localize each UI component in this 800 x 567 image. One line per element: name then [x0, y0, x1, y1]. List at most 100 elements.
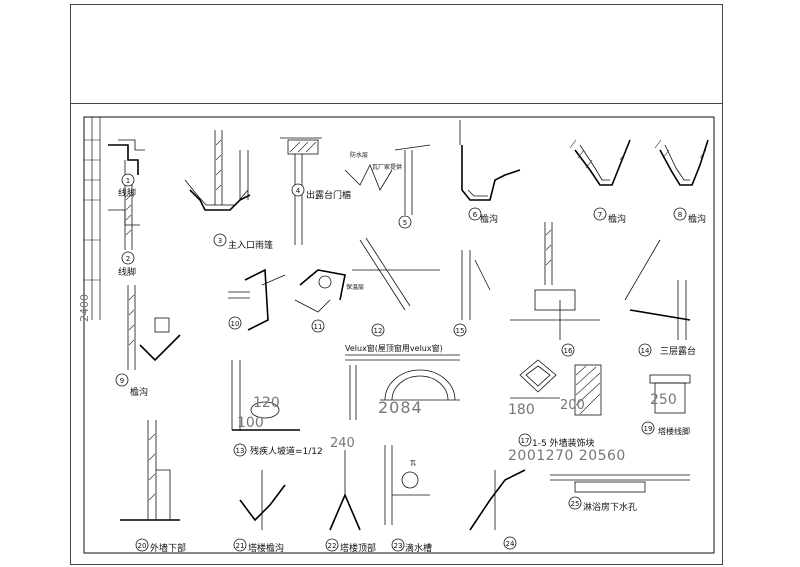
detail-12-number: 12 — [374, 327, 383, 335]
detail-8-label: 檐沟 — [688, 215, 707, 225]
left-strip-ticks — [84, 139, 100, 281]
detail-24-number: 24 — [506, 540, 515, 548]
detail-4-number: 4 — [296, 187, 301, 195]
detail-20-label: 外墙下部 — [150, 544, 187, 554]
callout-tile: 瓦 — [410, 460, 417, 467]
detail-11-number: 11 — [314, 323, 323, 331]
detail-21-circle — [233, 538, 247, 552]
detail-8-hatch — [654, 139, 707, 159]
callout-insulation: 保温层 — [346, 284, 365, 291]
dimension-100: 100 — [237, 415, 264, 431]
detail-17-circle — [518, 433, 532, 447]
detail-3-drawing — [184, 130, 251, 211]
detail-19-label: 塔楼线脚 — [658, 427, 690, 436]
dimension-2084: 2084 — [378, 398, 423, 417]
detail-7-drawing — [574, 139, 631, 186]
detail-24-drawing — [469, 469, 526, 531]
detail-2-label: 线脚 — [118, 268, 137, 278]
detail-16-drawing — [510, 222, 600, 340]
drawing-sheet-frame — [70, 103, 723, 565]
detail-13-drawing — [231, 360, 300, 431]
detail-4-circle — [291, 183, 305, 197]
detail-20-hatch — [148, 433, 156, 501]
detail-12-drawing — [352, 237, 440, 311]
detail-13-number: 13 — [236, 447, 245, 455]
detail-14-circle — [638, 343, 652, 357]
detail-15-number: 15 — [456, 327, 465, 335]
detail-1-number: 1 — [126, 177, 130, 185]
dimension-180: 180 — [508, 402, 535, 418]
detail-23-circle — [391, 538, 405, 552]
dimension-120: 120 — [253, 395, 280, 411]
detail-10-circle — [228, 316, 242, 330]
dimension-250: 250 — [650, 392, 677, 408]
detail-11-drawing — [294, 269, 346, 313]
dimension-2400: 2400 — [78, 294, 91, 322]
detail-25-circle — [568, 496, 582, 510]
detail-20-number: 20 — [138, 542, 147, 550]
detail-16-hatch — [545, 229, 552, 266]
detail-10-drawing — [228, 268, 286, 331]
detail-13-circle — [233, 443, 247, 457]
detail-1-circle — [121, 173, 135, 187]
detail-16-circle — [561, 343, 575, 357]
detail-4-label: 出露台门楣 — [306, 191, 352, 201]
detail-3-circle — [213, 233, 227, 247]
detail-17-number: 17 — [521, 437, 530, 445]
detail-25-label: 淋浴房下水孔 — [583, 503, 638, 513]
detail-6-drawing — [459, 120, 521, 201]
detail-1-drawing — [108, 139, 145, 250]
detail-11-circle — [311, 319, 325, 333]
detail-14-number: 14 — [641, 347, 650, 355]
detail-7-circle — [593, 207, 607, 221]
velux-window-title: Velux窗(屋顶窗用velux窗) — [345, 344, 443, 353]
detail-19-circle — [641, 421, 655, 435]
detail-17-label: 1-5 外墙装饰块 — [532, 439, 595, 449]
detail-16-number: 16 — [564, 347, 573, 355]
detail-3-hatch — [215, 139, 222, 191]
dimension-240: 240 — [330, 436, 355, 451]
detail-21-label: 塔楼檐沟 — [248, 544, 285, 554]
detail-23-drawing — [384, 445, 430, 525]
detail-1-hatch — [125, 194, 132, 236]
detail-5-drawing — [344, 144, 431, 215]
detail-2-number: 2 — [126, 255, 130, 263]
detail-9-label: 檐沟 — [130, 388, 149, 398]
detail-4-hatch — [289, 141, 317, 153]
detail-8-number: 8 — [678, 211, 682, 219]
detail-9-circle — [115, 373, 129, 387]
detail-7-hatch — [569, 139, 627, 169]
detail-25-number: 25 — [571, 500, 580, 508]
detail-8-circle — [673, 207, 687, 221]
detail-10-number: 10 — [231, 320, 240, 328]
callout-waterproof: 防水层 — [350, 152, 369, 159]
detail-18-hatch — [575, 365, 601, 415]
detail-5-number: 5 — [403, 219, 407, 227]
detail-13-label: 残疾人坡道=1/12 — [250, 447, 323, 457]
dimension-run: 2001270 20560 — [508, 448, 626, 464]
detail-22-circle — [325, 538, 339, 552]
detail-6-circle — [468, 207, 482, 221]
detail-25-drawing — [550, 474, 690, 493]
detail-21-number: 21 — [236, 542, 245, 550]
detail-5-circle — [398, 215, 412, 229]
callout-factory: 瓦厂家提供 — [372, 164, 403, 171]
detail-23-number: 23 — [394, 542, 403, 550]
detail-4-drawing — [280, 137, 322, 245]
detail-9-number: 9 — [120, 377, 124, 385]
inner-border — [83, 116, 715, 554]
detail-20-circle — [135, 538, 149, 552]
detail-18-drawing — [574, 364, 602, 416]
detail-8-drawing — [659, 139, 709, 186]
detail-1-label: 线脚 — [118, 189, 137, 199]
detail-24-circle — [503, 536, 517, 550]
detail-7-label: 檐沟 — [608, 215, 627, 225]
detail-3-number: 3 — [218, 237, 222, 245]
detail-23-label: 滴水槽 — [405, 544, 433, 554]
detail-6-label: 檐沟 — [480, 215, 499, 225]
detail-22-number: 22 — [328, 542, 337, 550]
detail-9-hatch — [128, 294, 135, 346]
detail-20-drawing — [120, 420, 180, 521]
